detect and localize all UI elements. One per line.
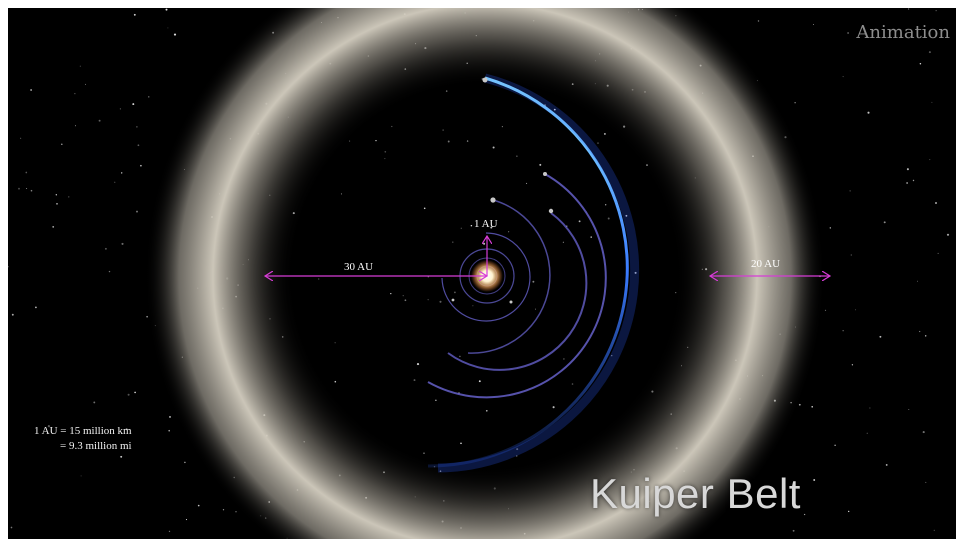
solar-system-scene: 1 AU 30 AU 20 AU: [8, 8, 956, 539]
mars-dot: [509, 300, 513, 304]
animation-label: Animation: [856, 22, 950, 43]
label-1au: 1 AU: [474, 218, 498, 230]
animation-frame: 1 AU 30 AU 20 AU Animation 1 AU = 15 mil…: [8, 8, 956, 539]
label-20au: 20 AU: [751, 258, 780, 270]
jupiter-dot: [490, 197, 496, 203]
conversion-line-1: 1 AU = 15 million km: [34, 425, 132, 437]
scale-arrows: [265, 236, 830, 276]
uranus-dot: [543, 172, 547, 176]
earth-dot: [451, 298, 455, 302]
planets: [451, 77, 554, 304]
saturn-dot: [548, 208, 554, 214]
neptune-dot: [482, 77, 488, 83]
planet-orbits: [427, 73, 640, 473]
neptune-orbit: [427, 76, 629, 468]
uranus-orbit: [427, 173, 607, 399]
mars-orbit: [441, 232, 531, 322]
jupiter-orbit: [467, 199, 551, 354]
video-title: Kuiper Belt: [590, 470, 801, 517]
conversion-line-2: = 9.3 million mi: [60, 440, 132, 452]
neptune-orbit-glow: [437, 73, 640, 473]
label-30au: 30 AU: [344, 261, 373, 273]
saturn-orbit: [447, 212, 588, 371]
au-conversion-note: 1 AU = 15 million km = 9.3 million mi: [34, 424, 132, 454]
